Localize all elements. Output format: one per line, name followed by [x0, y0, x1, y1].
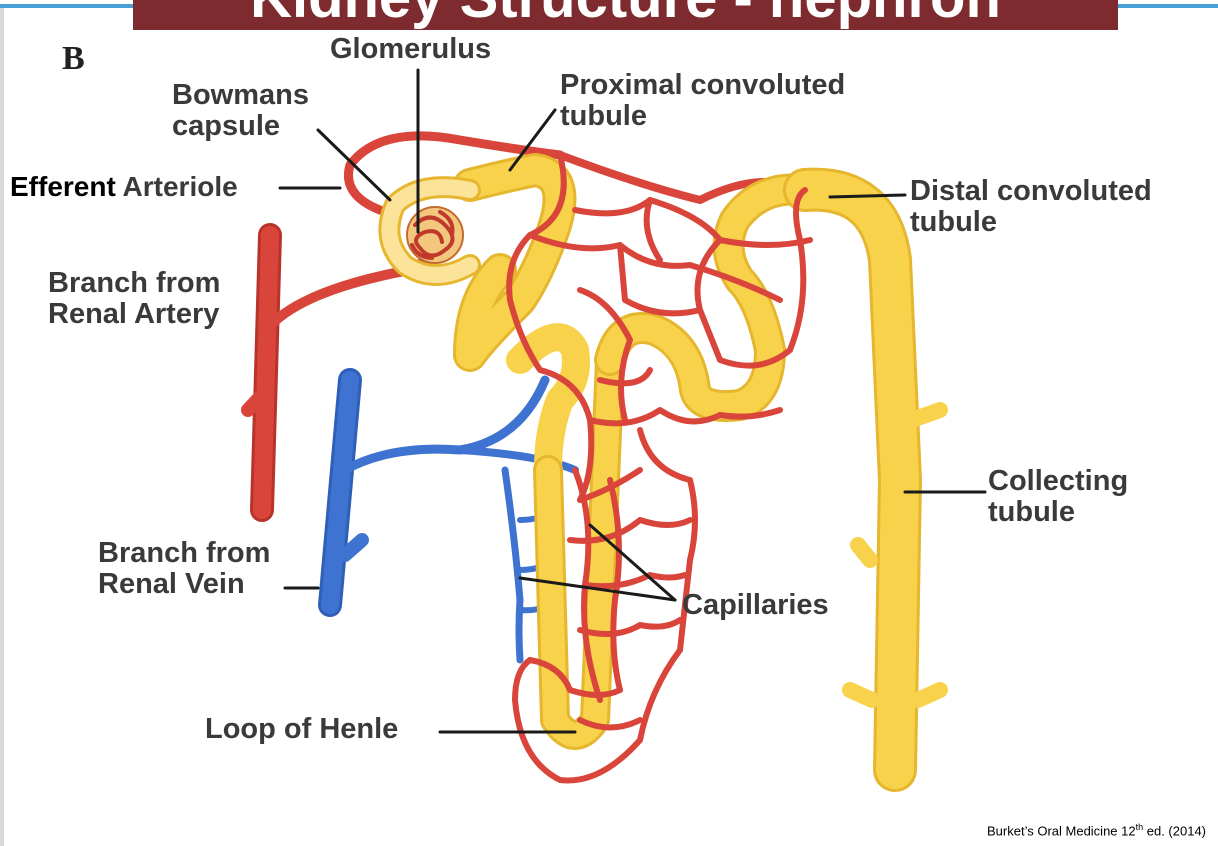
title-banner: Kidney Structure - nephron: [133, 0, 1118, 30]
label-efferent-word: Efferent: [10, 171, 116, 202]
left-rule: [0, 8, 4, 846]
figure-letter: B: [62, 40, 85, 77]
capillary-network: [506, 152, 813, 784]
label-loop-of-henle: Loop of Henle: [205, 713, 399, 745]
label-efferent-arteriole: Efferent Arteriole: [10, 171, 238, 202]
label-bowmans-capsule: Bowmans capsule: [172, 79, 309, 142]
renal-vein-branch: [318, 368, 579, 664]
label-proximal-tubule: Proximal convoluted tubule: [560, 69, 846, 132]
top-rule-right: [1110, 4, 1218, 8]
label-collecting-tubule: Collecting tubule: [988, 465, 1129, 528]
top-rule-left: [0, 4, 140, 8]
citation-text-end: ed. (2014): [1143, 823, 1206, 838]
bowmans-capsule-glomerulus: [378, 176, 481, 286]
label-branch-renal-artery: Branch from Renal Artery: [48, 267, 221, 330]
citation-superscript: th: [1135, 821, 1144, 832]
citation: Burket’s Oral Medicine 12th ed. (2014): [987, 822, 1206, 838]
label-arteriole-word: Arteriole: [115, 171, 238, 202]
label-distal-tubule: Distal convoluted tubule: [910, 175, 1152, 238]
label-branch-renal-vein: Branch from Renal Vein: [98, 537, 271, 600]
label-glomerulus: Glomerulus: [330, 33, 492, 65]
slide-title: Kidney Structure - nephron: [133, 0, 1118, 30]
leader-lines: [278, 68, 987, 734]
nephron-tubules: [453, 153, 948, 792]
label-capillaries: Capillaries: [682, 589, 829, 621]
citation-text: Burket’s Oral Medicine 12: [987, 823, 1136, 838]
